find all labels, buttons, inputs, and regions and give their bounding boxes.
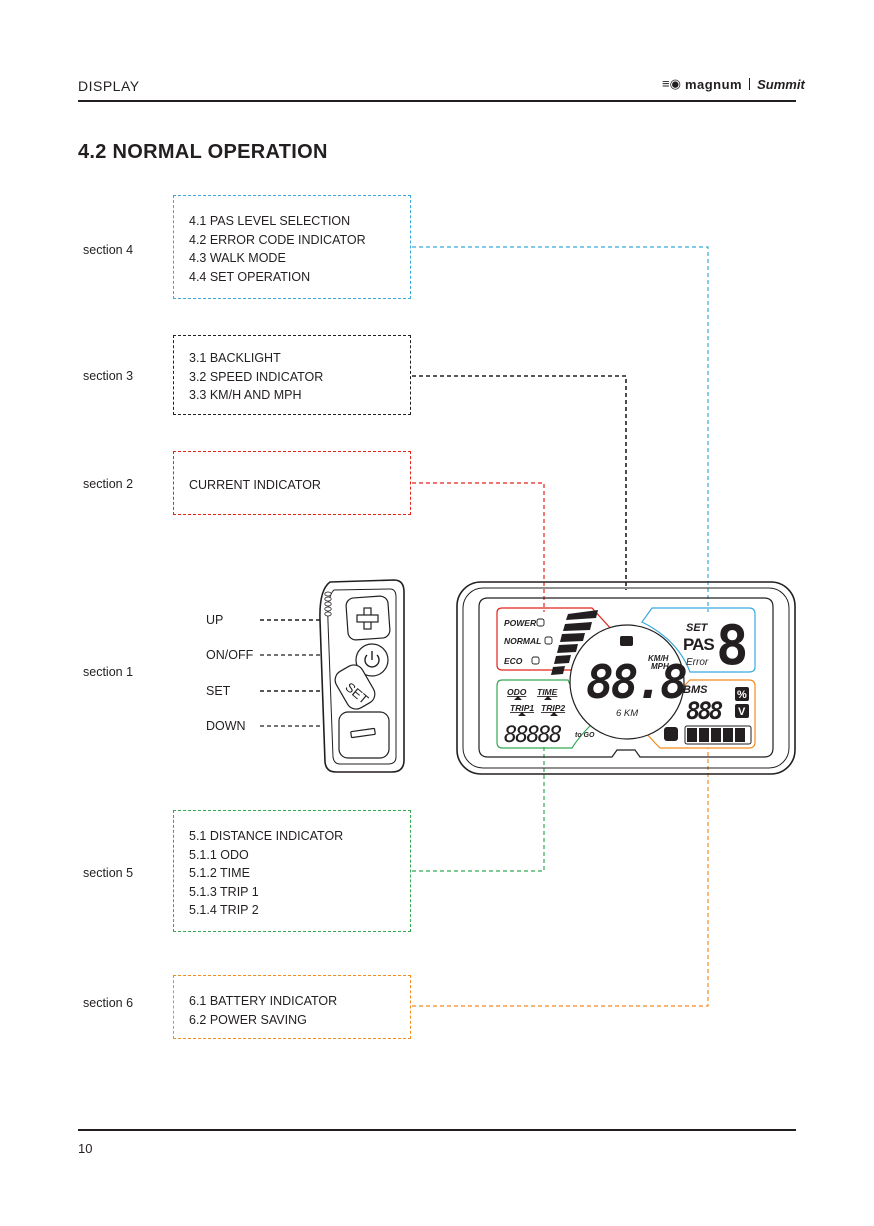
logo-model: Summit: [757, 76, 805, 92]
connector-section-6: [412, 748, 709, 1007]
connector-section-5: [412, 745, 545, 872]
list-item: 5.1.3 TRIP 1: [189, 884, 259, 899]
list-item: 3.2 SPEED INDICATOR: [189, 369, 324, 384]
section-5-label: section 5: [83, 866, 134, 880]
pas-digit: 8: [716, 614, 749, 677]
section-2-label: section 2: [83, 477, 134, 491]
section-3-box: 3.1 BACKLIGHT 3.2 SPEED INDICATOR 3.3 KM…: [173, 335, 411, 415]
section-4-box: 4.1 PAS LEVEL SELECTION 4.2 ERROR CODE I…: [173, 195, 411, 299]
set-button: [334, 664, 376, 710]
unit-kmh: KM/H: [648, 654, 669, 663]
current-level-bars: [551, 610, 598, 675]
lcd-display: [456, 581, 796, 775]
list-item: 5.1.1 ODO: [189, 847, 249, 862]
section-2-box: CURRENT INDICATOR: [173, 451, 411, 515]
list-item: 5.1.4 TRIP 2: [189, 903, 259, 917]
on-off-label: ON/OFF: [206, 648, 254, 662]
mode-power: POWER: [504, 618, 537, 628]
brand-logo: ≡◉ magnum Summit: [662, 76, 805, 92]
pas-panel: [641, 607, 756, 673]
list-item: 4.1 PAS LEVEL SELECTION: [189, 214, 351, 228]
list-item: 5.1.2 TIME: [189, 866, 250, 880]
section-6-box: 6.1 BATTERY INDICATOR 6.2 POWER SAVING: [173, 975, 411, 1039]
trip1-label: TRIP1: [510, 703, 534, 713]
page-number: 10: [78, 1141, 93, 1156]
headlight-icon: [620, 636, 633, 646]
section-6-label: section 6: [83, 996, 134, 1010]
distance-readout: 88888: [504, 723, 562, 748]
list-item: 6.2 POWER SAVING: [189, 1012, 307, 1027]
list-item: CURRENT INDICATOR: [189, 478, 321, 492]
volt-icon: [735, 704, 749, 718]
unit-mph: MPH: [651, 662, 669, 671]
percent-symbol: %: [737, 689, 747, 701]
footer-rule: [78, 1129, 796, 1131]
odo-label: ODO: [507, 687, 527, 697]
time-label: TIME: [537, 687, 558, 697]
mode-checkboxes: [531, 618, 553, 665]
mode-normal: NORMAL: [504, 636, 541, 646]
up-label: UP: [206, 613, 224, 627]
connector-section-2: [412, 482, 545, 612]
pas-set: SET: [686, 622, 709, 634]
bms-label: BMS: [683, 684, 708, 696]
down-label: DOWN: [206, 719, 246, 733]
recharge-icon: [664, 727, 678, 741]
power-icon: [364, 651, 380, 668]
speed-readout: 88.8: [586, 655, 686, 709]
section-3-label: section 3: [83, 369, 134, 383]
percent-icon: [735, 687, 749, 701]
list-item: 3.3 KM/H AND MPH: [189, 388, 302, 402]
eco-check-icon: [531, 656, 540, 665]
list-item: 4.2 ERROR CODE INDICATOR: [189, 232, 366, 247]
power-check-icon: [536, 618, 545, 627]
list-item: 5.1 DISTANCE INDICATOR: [189, 829, 344, 843]
header-rule: [78, 100, 796, 102]
header-label: DISPLAY: [78, 78, 140, 94]
battery-gauge-icon: [684, 725, 752, 745]
bms-readout: 888: [686, 697, 723, 725]
section-5-box: 5.1 DISTANCE INDICATOR 5.1.1 ODO 5.1.2 T…: [173, 810, 411, 932]
mode-eco: ECO: [504, 656, 523, 666]
connector-section-3: [412, 375, 627, 590]
range-readout: 6 KM: [616, 708, 638, 719]
pas-label: PAS: [683, 635, 714, 654]
logo-wheel-icon: ≡◉: [662, 76, 681, 91]
logo-divider: [749, 78, 751, 90]
pas-error: Error: [686, 657, 709, 668]
mode-arrows: [514, 696, 558, 716]
section-1-label: section 1: [83, 665, 134, 679]
list-item: 3.1 BACKLIGHT: [189, 351, 281, 365]
set-label: SET: [206, 684, 231, 698]
handlebar-controller: [319, 579, 405, 773]
logo-brand: magnum: [684, 76, 743, 92]
to-go-label: to GO: [575, 732, 595, 739]
connector-section-4: [412, 246, 709, 612]
minus-icon: [350, 727, 376, 739]
trip2-label: TRIP2: [541, 703, 565, 713]
speed-dial: [569, 624, 685, 740]
normal-check-icon: [544, 636, 553, 645]
controller-led-dots: [324, 591, 332, 617]
list-item: 4.4 SET OPERATION: [189, 269, 311, 284]
section-4-label: section 4: [83, 243, 134, 257]
volt-symbol: V: [738, 706, 746, 718]
plus-icon: [356, 607, 379, 630]
list-item: 4.3 WALK MODE: [189, 251, 286, 265]
list-item: 6.1 BATTERY INDICATOR: [189, 994, 338, 1008]
page-heading: 4.2 NORMAL OPERATION: [78, 141, 328, 163]
